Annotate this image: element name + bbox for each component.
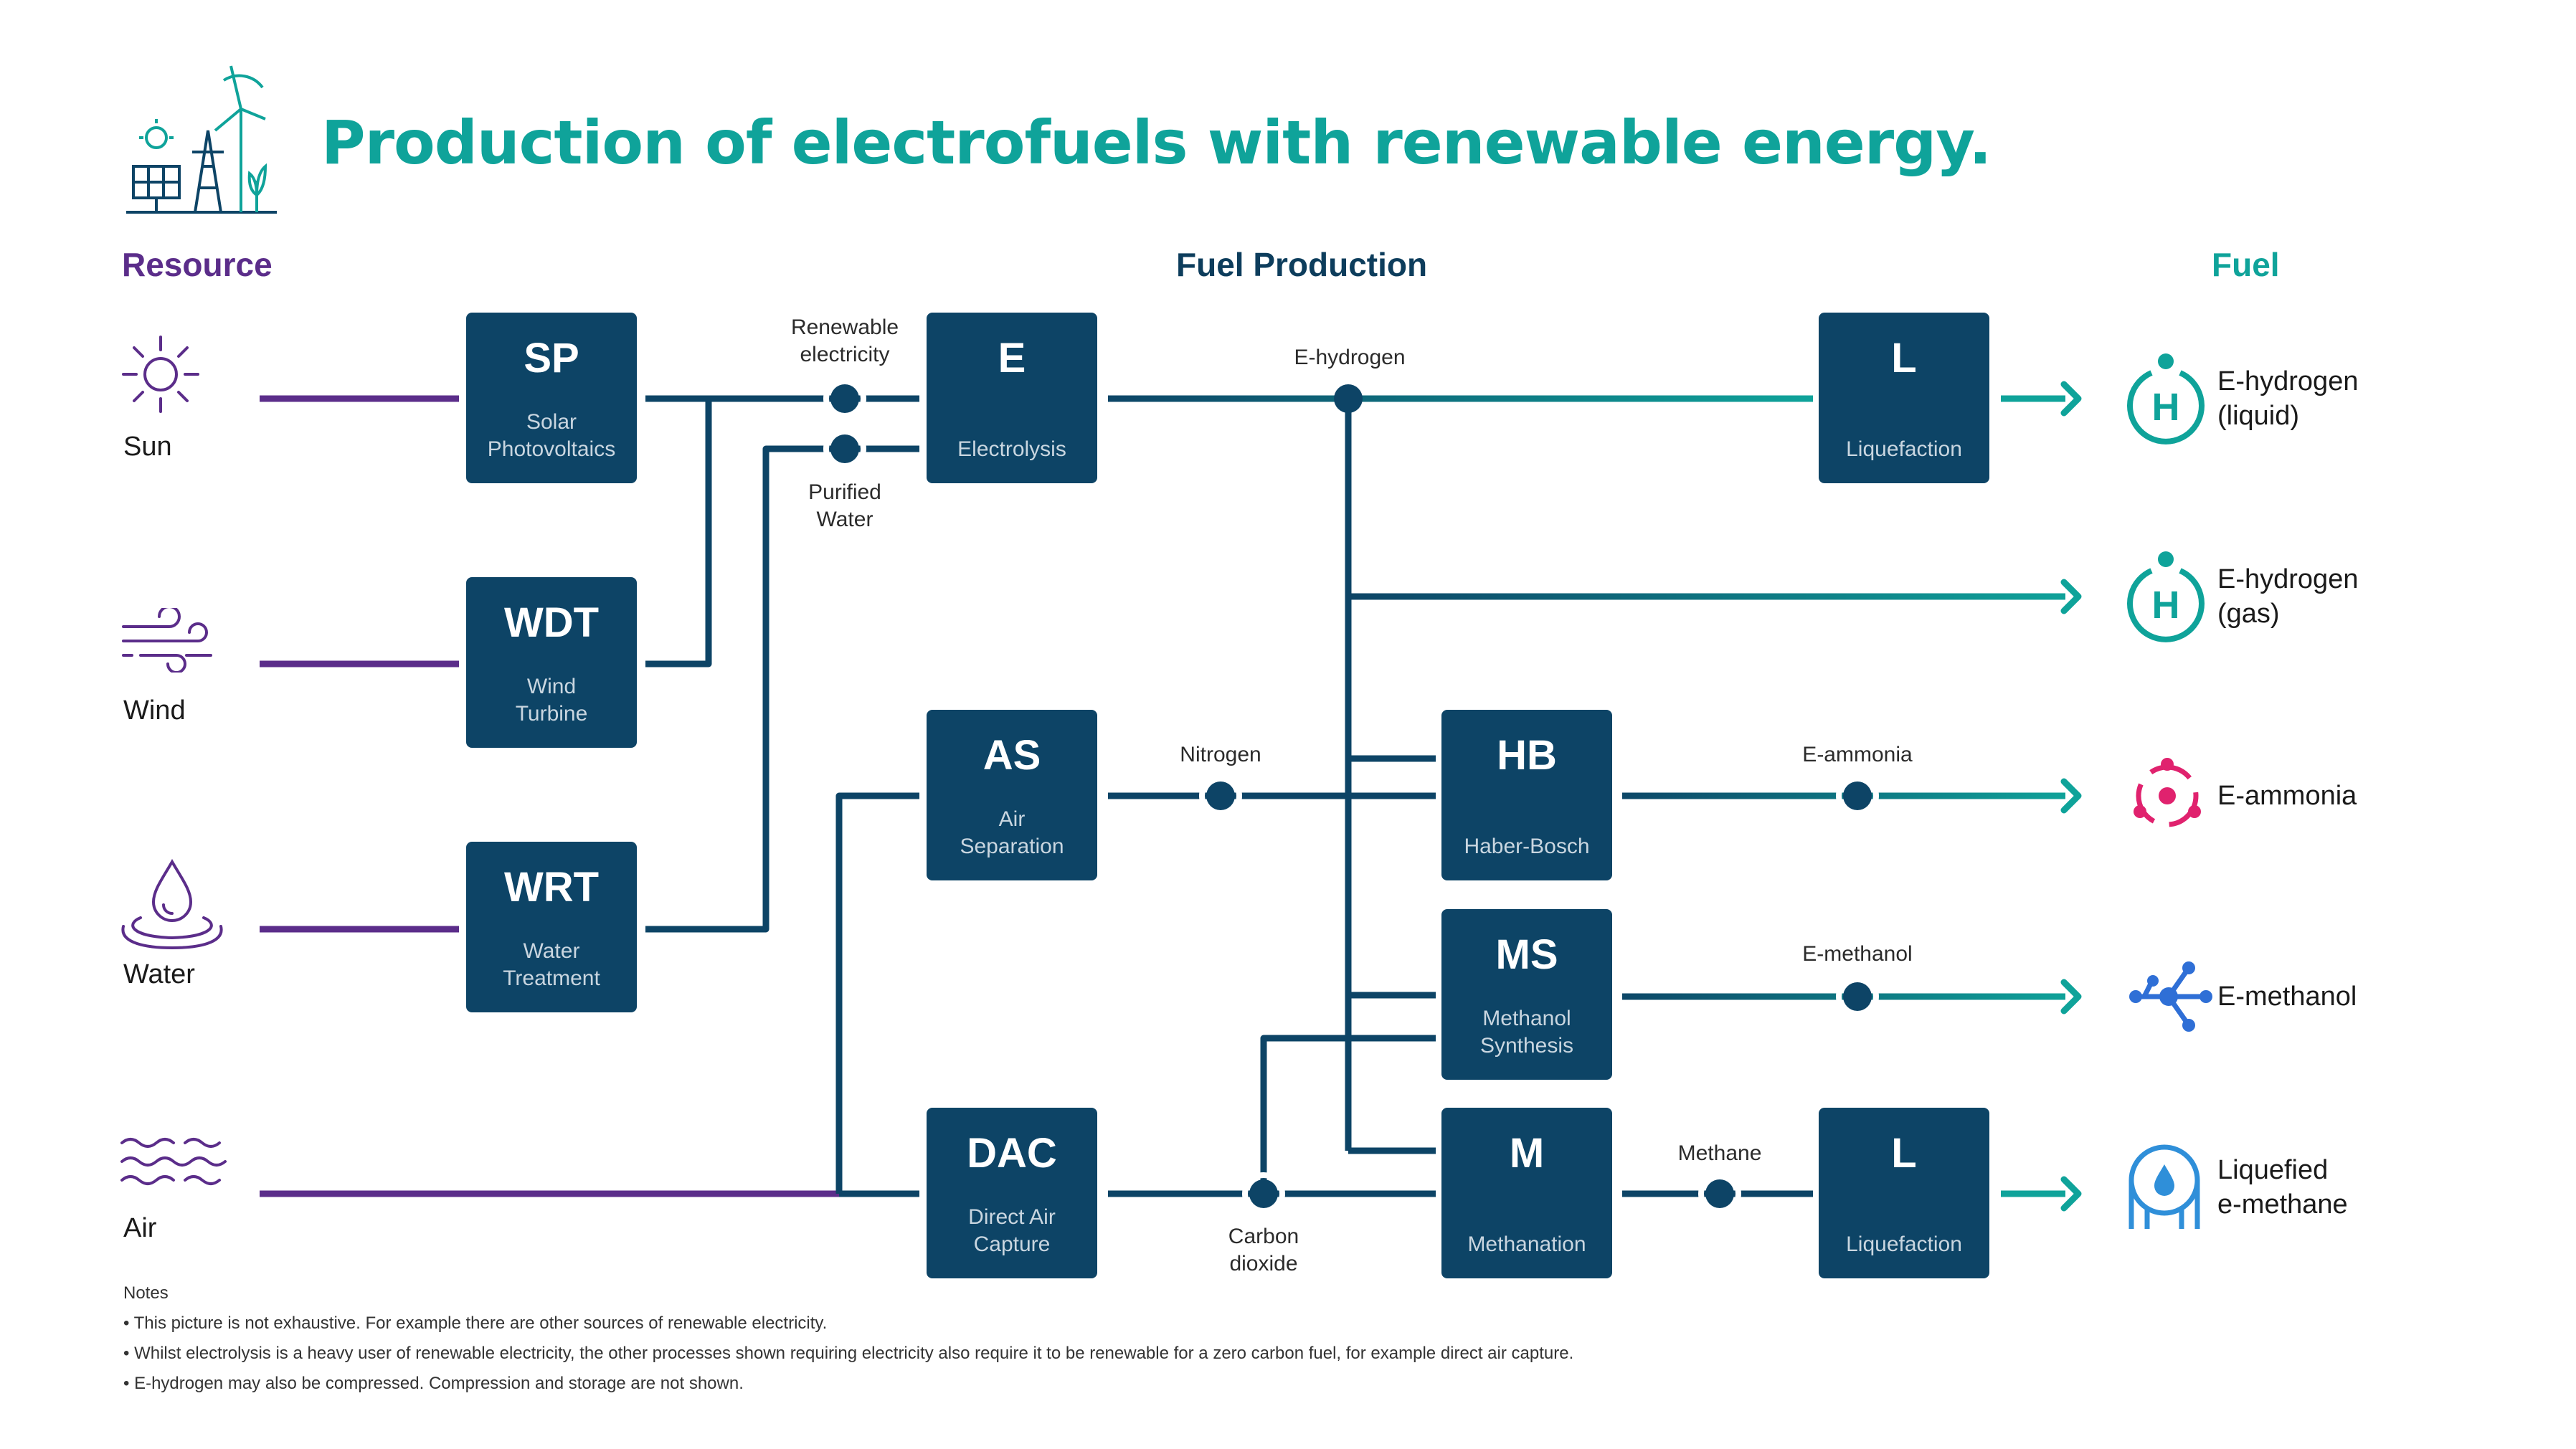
flow-label-e-hydrogen: E-hydrogen xyxy=(1294,346,1406,369)
process-box-methanation: M Methanation xyxy=(1441,1108,1612,1278)
flow-label-nitrogen: Nitrogen xyxy=(1180,743,1261,766)
air-waves-icon xyxy=(120,1138,227,1185)
process-code: AS xyxy=(982,732,1041,779)
process-name: Electrolysis xyxy=(957,437,1066,461)
water-drop-icon xyxy=(121,859,223,950)
svg-text:H: H xyxy=(2152,386,2180,429)
process-box-liquefaction-methane: L Liquefaction xyxy=(1819,1108,1989,1278)
process-name: Air Separation xyxy=(960,807,1064,858)
note-item: Whilst electrolysis is a heavy user of r… xyxy=(123,1344,1573,1364)
process-name: Methanol Synthesis xyxy=(1479,1007,1574,1058)
process-code: L xyxy=(1891,335,1917,381)
fuel-label-e-hydrogen-liquid: E-hydrogen (liquid) xyxy=(2217,366,2359,431)
process-code: M xyxy=(1509,1130,1545,1177)
process-box-direct-air-capture: DAC Direct Air Capture xyxy=(927,1108,1097,1278)
methanol-molecule-icon xyxy=(2129,961,2212,1032)
resource-label-air: Air xyxy=(123,1213,157,1243)
process-box-haber-bosch: HB Haber-Bosch xyxy=(1441,710,1612,880)
process-box-solar-photovoltaics: SP Solar Photovoltaics xyxy=(466,313,637,483)
fuel-label-e-methanol: E-methanol xyxy=(2217,982,2357,1012)
flow-label-renewable-electricity: Renewable electricity xyxy=(790,315,899,366)
process-name: Methanation xyxy=(1467,1232,1586,1256)
notes: Notes This picture is not exhaustive. Fo… xyxy=(123,1283,1573,1404)
ammonia-molecule-icon xyxy=(2134,758,2201,827)
column-heading-fuel: Fuel xyxy=(2212,246,2280,283)
note-item: E-hydrogen may also be compressed. Compr… xyxy=(123,1374,1573,1394)
process-box-electrolysis: E Electrolysis xyxy=(927,313,1097,483)
sun-icon xyxy=(122,336,199,413)
process-code: DAC xyxy=(967,1130,1057,1177)
notes-heading: Notes xyxy=(123,1283,169,1303)
flow-label-purified-water: Purified Water xyxy=(808,480,881,531)
process-box-wind-turbine: WDT Wind Turbine xyxy=(466,577,637,748)
page-title: Production of electrofuels with renewabl… xyxy=(321,108,1992,178)
process-box-air-separation: AS Air Separation xyxy=(927,710,1097,880)
hydrogen-icon: H xyxy=(2127,353,2205,445)
methane-tank-icon xyxy=(2128,1144,2200,1229)
process-name: Liquefaction xyxy=(1846,437,1962,461)
note-item: This picture is not exhaustive. For exam… xyxy=(123,1313,1573,1334)
process-name: Wind Turbine xyxy=(515,675,588,726)
process-box-liquefaction-hydrogen: L Liquefaction xyxy=(1819,313,1989,483)
process-code: L xyxy=(1891,1130,1917,1177)
flow-label-methane: Methane xyxy=(1677,1141,1762,1165)
process-name: Liquefaction xyxy=(1846,1232,1962,1256)
fuel-label-e-ammonia: E-ammonia xyxy=(2217,781,2357,811)
process-name: Haber-Bosch xyxy=(1464,835,1590,858)
hydrogen-icon: H xyxy=(2127,551,2205,642)
flow-label-carbon-dioxide: Carbon dioxide xyxy=(1228,1225,1299,1275)
resource-label-water: Water xyxy=(123,959,195,989)
process-code: WDT xyxy=(503,599,600,646)
fuel-label-e-hydrogen-gas: E-hydrogen (gas) xyxy=(2217,564,2359,629)
flow-label-e-methanol: E-methanol xyxy=(1802,942,1913,966)
svg-text:H: H xyxy=(2152,584,2180,627)
process-box-methanol-synthesis: MS Methanol Synthesis xyxy=(1441,909,1612,1080)
wind-icon xyxy=(122,608,212,673)
renewable-energy-icon xyxy=(126,65,277,214)
process-code: SP xyxy=(524,335,579,381)
process-name: Solar Photovoltaics xyxy=(487,410,616,461)
process-name: Direct Air Capture xyxy=(968,1205,1056,1256)
process-code: MS xyxy=(1495,931,1558,978)
process-code: WRT xyxy=(503,864,600,911)
fuel-label-liquefied-e-methane: Liquefied e-methane xyxy=(2217,1155,2348,1220)
column-heading-fuel-production: Fuel Production xyxy=(1176,246,1428,283)
column-heading-resource: Resource xyxy=(122,246,273,283)
process-code: HB xyxy=(1497,732,1557,779)
process-box-water-treatment: WRT Water Treatment xyxy=(466,842,637,1012)
process-name: Water Treatment xyxy=(503,939,600,990)
resource-label-wind: Wind xyxy=(123,695,186,726)
flow-label-e-ammonia: E-ammonia xyxy=(1802,743,1913,766)
resource-label-sun: Sun xyxy=(123,432,172,462)
process-code: E xyxy=(998,335,1026,381)
